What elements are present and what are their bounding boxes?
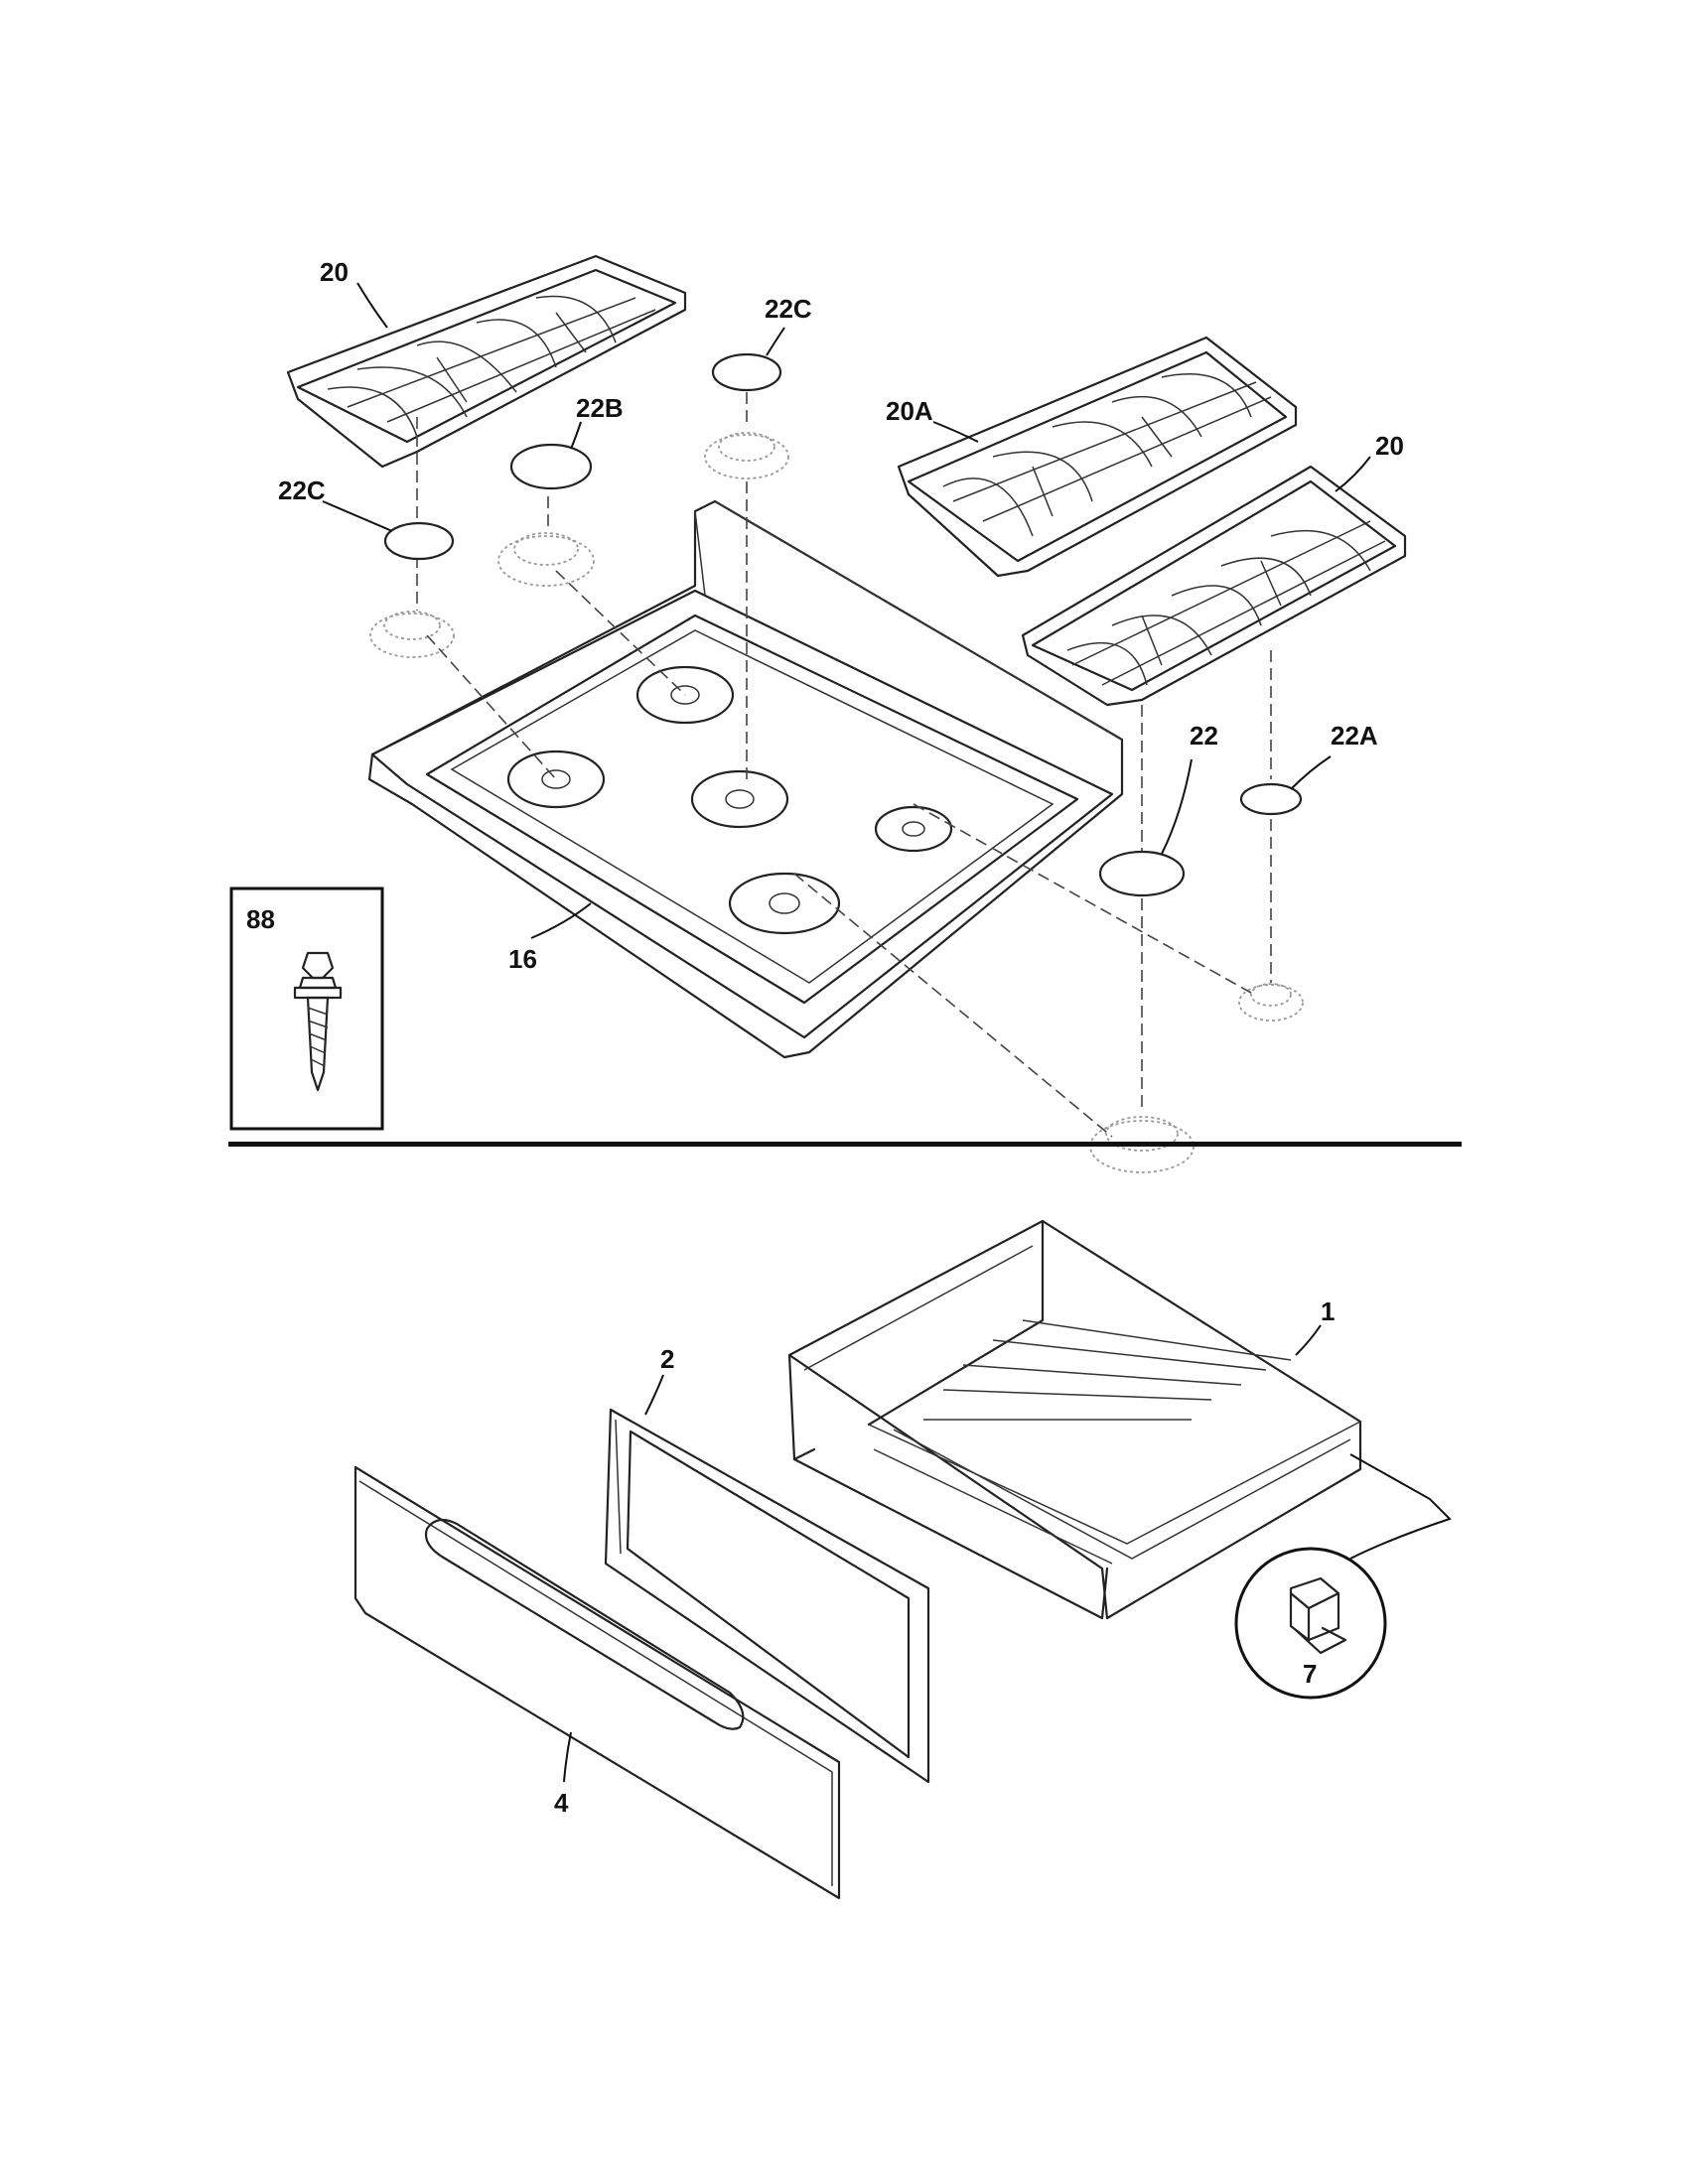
cap-22c-left: [383, 521, 455, 561]
callout-88: 88: [246, 904, 275, 934]
stud-inset: [229, 887, 384, 1131]
callout-22a: 22A: [1331, 721, 1378, 751]
leaders-bottom: [563, 1324, 1322, 1783]
cap-22b: [509, 443, 593, 490]
assembly-lines: [416, 392, 1272, 1138]
callout-22c-top: 22C: [765, 294, 812, 324]
callout-1: 1: [1321, 1297, 1335, 1326]
drawer-body: [787, 1219, 1362, 1620]
clip-detail: [1234, 1453, 1452, 1700]
callout-20-left: 20: [320, 257, 349, 287]
callout-20-right: 20: [1375, 431, 1404, 461]
drawer-front: [353, 1465, 841, 1900]
grate-left: [286, 254, 687, 469]
grate-center: [897, 336, 1298, 578]
drawer-liner: [604, 1408, 930, 1784]
callout-4: 4: [554, 1788, 569, 1818]
leaders-top: [322, 282, 1371, 939]
section-divider: [228, 1142, 1462, 1147]
grate-right: [1021, 465, 1407, 707]
callout-2: 2: [660, 1344, 674, 1374]
callout-22b: 22B: [576, 393, 624, 423]
burner-caps: [383, 352, 1303, 897]
cap-22c-top: [711, 352, 782, 392]
callout-22c-left: 22C: [278, 476, 326, 505]
cap-22: [1098, 850, 1186, 897]
callout-22: 22: [1190, 721, 1218, 751]
callout-16: 16: [508, 944, 537, 974]
cap-22a: [1239, 782, 1303, 816]
burner-bases: [506, 665, 953, 935]
callout-20a: 20A: [886, 396, 933, 426]
cooktop: [367, 499, 1124, 1059]
ghost-burners: [369, 432, 1304, 1173]
callout-7: 7: [1303, 1659, 1317, 1689]
